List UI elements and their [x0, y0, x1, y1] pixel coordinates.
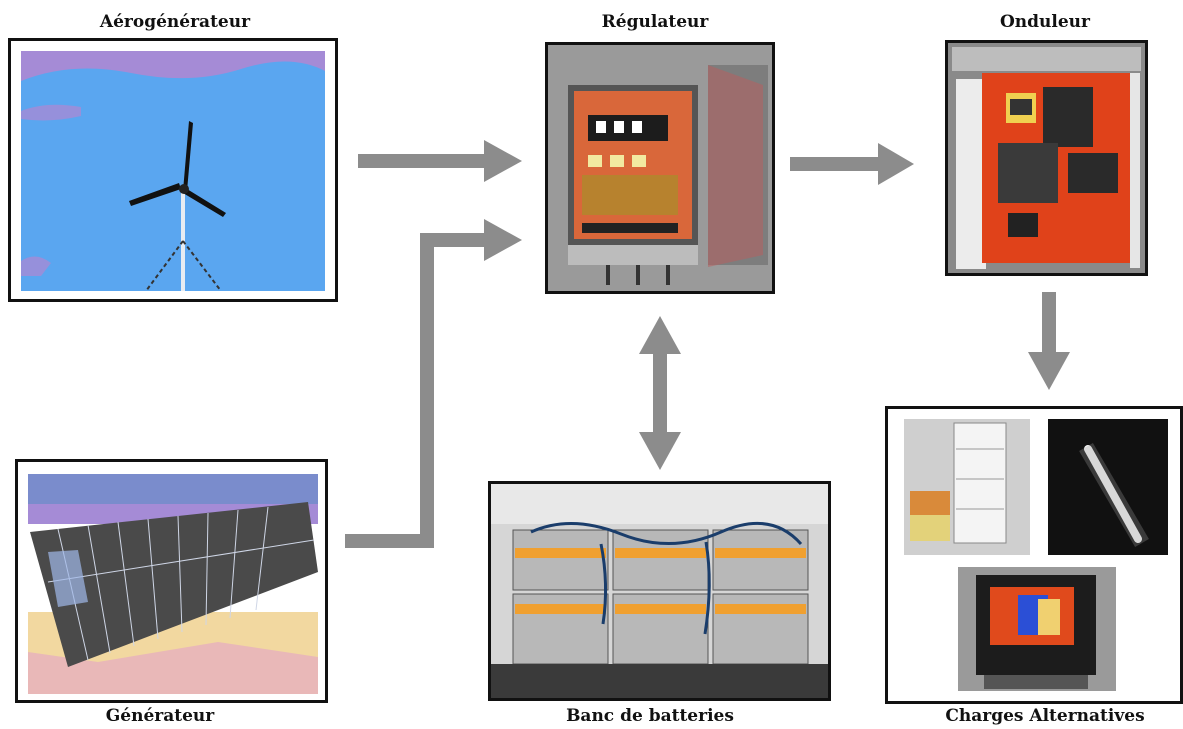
- battery-bank-label: Banc de batteries: [566, 706, 734, 726]
- wind-turbine-illustration: [21, 51, 325, 292]
- regulator-label: Régulateur: [601, 12, 709, 32]
- refrigerator-illustration: [904, 419, 1030, 555]
- regulator-box-illustration: [548, 45, 772, 291]
- arrow-solar-to-regulator-icon: [345, 219, 522, 548]
- inverter-box-illustration: [948, 43, 1145, 273]
- arrow-regulator-batteries-bidirectional-icon: [639, 316, 681, 470]
- solar-generator-label: Générateur: [105, 706, 215, 726]
- solar-generator-image: [15, 459, 328, 703]
- lamp-illustration: [1048, 419, 1168, 555]
- wind-generator-image: [8, 38, 338, 302]
- television-illustration: [958, 567, 1116, 691]
- arrow-inverter-to-loads-icon: [1028, 292, 1070, 390]
- arrow-regulator-to-inverter-icon: [790, 143, 914, 185]
- arrow-wind-to-regulator-icon: [358, 140, 522, 182]
- battery-bank-image: [488, 481, 831, 701]
- solar-panel-illustration: [18, 462, 325, 700]
- wind-generator-label: Aérogénérateur: [99, 12, 251, 32]
- ac-loads-label: Charges Alternatives: [945, 706, 1145, 726]
- inverter-image: [945, 40, 1148, 276]
- ac-loads-image: [885, 406, 1183, 704]
- appliances-illustration: [888, 409, 1180, 701]
- regulator-image: [545, 42, 775, 294]
- inverter-label: Onduleur: [999, 12, 1090, 32]
- batteries-illustration: [491, 484, 828, 698]
